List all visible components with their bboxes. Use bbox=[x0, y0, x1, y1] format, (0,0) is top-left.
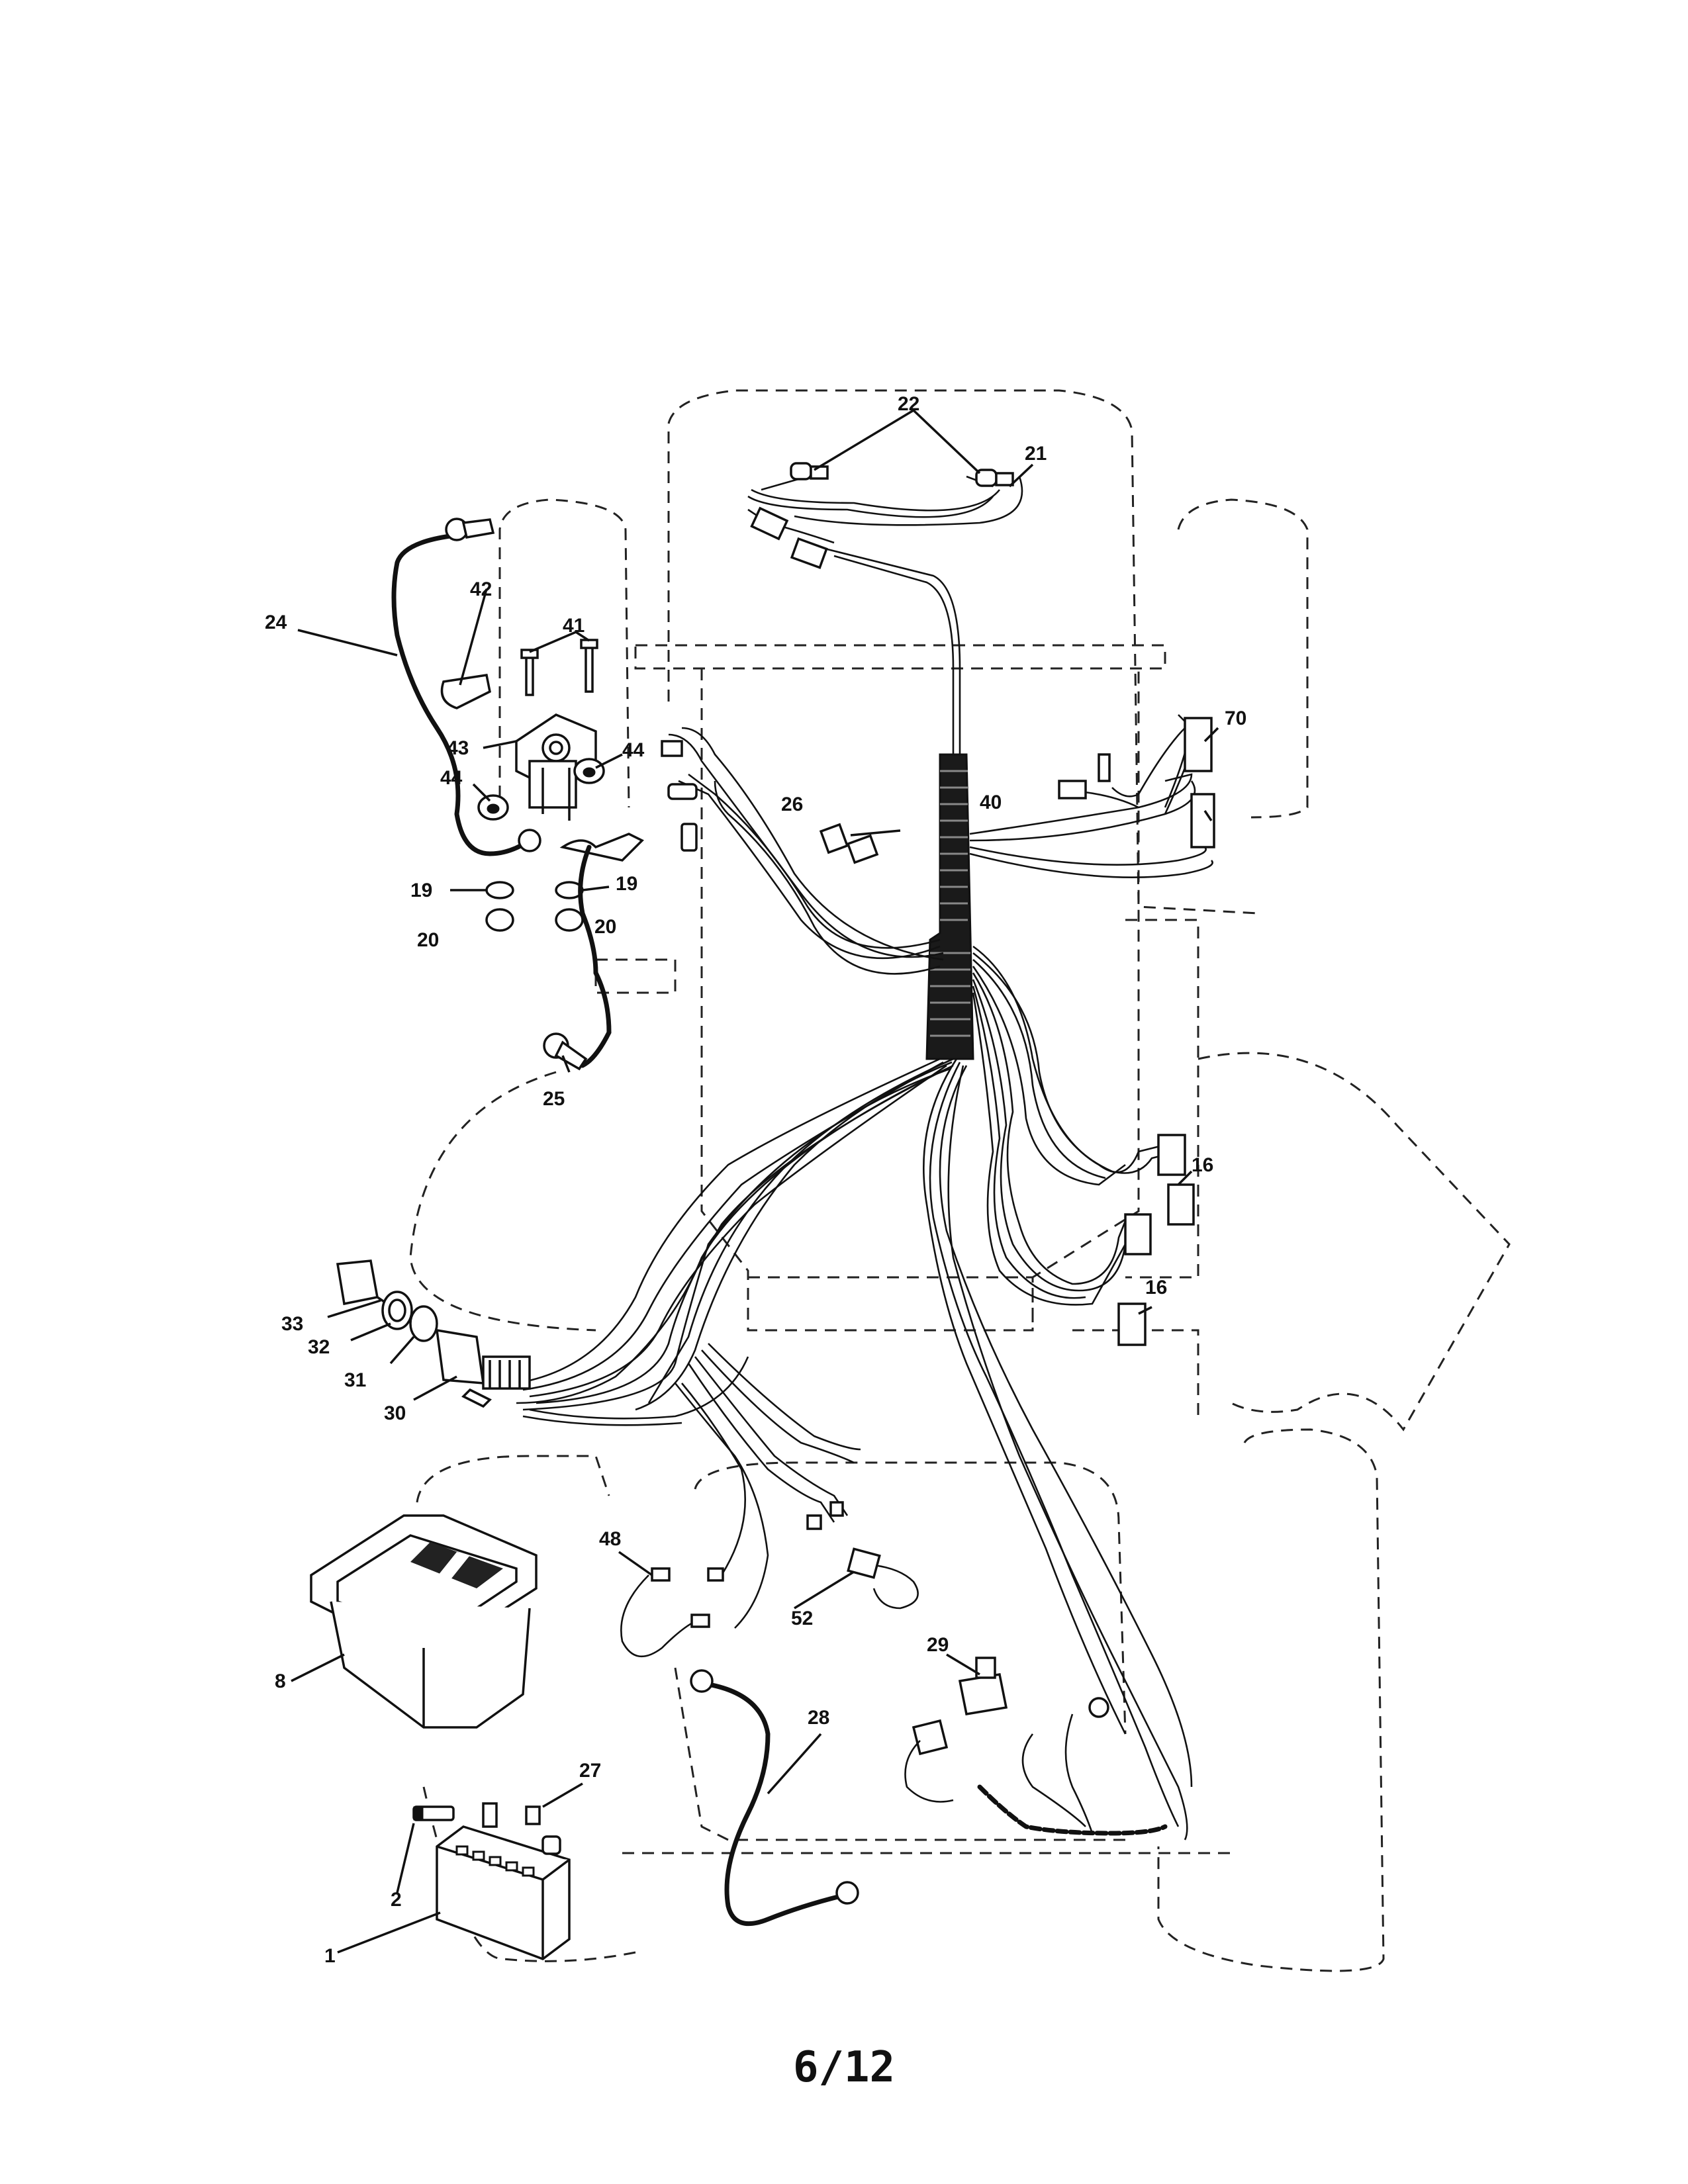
ignition-switch-30 bbox=[435, 1328, 485, 1385]
callout-8: 8 bbox=[275, 1670, 286, 1692]
callout-16-lower: 16 bbox=[1145, 1277, 1167, 1298]
callout-44-right: 44 bbox=[622, 739, 645, 761]
wire-48 bbox=[620, 1574, 696, 1658]
wire-52 bbox=[872, 1564, 919, 1610]
lower-connectors bbox=[620, 1501, 919, 1658]
nut-20-left bbox=[485, 908, 514, 932]
bezel-31 bbox=[409, 1305, 438, 1342]
callout-44-left: 44 bbox=[440, 767, 463, 789]
callout-2: 2 bbox=[391, 1889, 402, 1911]
connector-70-group bbox=[1058, 717, 1215, 848]
headlight-connector-b bbox=[790, 537, 828, 569]
battery-tray bbox=[310, 1514, 538, 1729]
cable-24 bbox=[391, 533, 532, 856]
callout-24: 24 bbox=[265, 612, 287, 633]
connector-16-lower-a bbox=[1124, 1213, 1152, 1255]
callout-leaders bbox=[291, 409, 1219, 1954]
headlight-socket-left bbox=[810, 465, 829, 480]
nut-20-right bbox=[555, 908, 584, 932]
callout-48: 48 bbox=[599, 1528, 621, 1550]
connector-26-socket bbox=[846, 834, 879, 864]
callout-16-upper: 16 bbox=[1192, 1154, 1213, 1176]
connector-small-pin bbox=[1098, 753, 1111, 782]
key-33 bbox=[336, 1259, 379, 1306]
connector-70 bbox=[1184, 717, 1213, 772]
callout-31: 31 bbox=[344, 1369, 366, 1391]
upper-left-terminals bbox=[661, 740, 698, 852]
plug-29-assembly bbox=[904, 1657, 1168, 1836]
screw-41-right bbox=[585, 644, 594, 693]
terminal-boot-42 bbox=[440, 674, 491, 709]
callout-21: 21 bbox=[1025, 443, 1047, 465]
connector-16-upper-a bbox=[1157, 1134, 1186, 1176]
callout-29: 29 bbox=[927, 1634, 949, 1656]
connector-16-group bbox=[1117, 1134, 1195, 1346]
bolt-27 bbox=[482, 1802, 498, 1828]
callout-33: 33 bbox=[281, 1313, 303, 1335]
terminal-c bbox=[680, 823, 698, 852]
cable-28 bbox=[706, 1682, 843, 1927]
callout-43: 43 bbox=[447, 737, 469, 759]
callout-70: 70 bbox=[1225, 707, 1246, 729]
lockwasher-19-left bbox=[485, 881, 514, 899]
callout-20-right: 20 bbox=[594, 916, 616, 938]
callout-1: 1 bbox=[324, 1945, 336, 1967]
connector-16-lower-b bbox=[1117, 1302, 1147, 1346]
connector-26-group bbox=[819, 823, 879, 864]
headlight-bulb-left bbox=[790, 462, 812, 480]
harness-loom bbox=[925, 753, 974, 1060]
plug-29 bbox=[958, 1672, 1008, 1716]
callout-32: 32 bbox=[308, 1336, 330, 1358]
callout-41: 41 bbox=[563, 615, 585, 637]
callout-19-left: 19 bbox=[410, 880, 432, 901]
callout-25: 25 bbox=[543, 1088, 565, 1110]
screw-41-left bbox=[525, 654, 534, 696]
callout-42: 42 bbox=[470, 578, 492, 600]
cable-25 bbox=[578, 844, 612, 1068]
connector-26-plug bbox=[819, 823, 849, 854]
page-number: 6/12 bbox=[793, 2043, 895, 2092]
callout-28: 28 bbox=[808, 1707, 829, 1729]
headlight-connector-a bbox=[750, 506, 789, 541]
callout-19-right: 19 bbox=[616, 873, 637, 895]
callout-26: 26 bbox=[781, 794, 803, 815]
connector-small-plug bbox=[1058, 780, 1087, 799]
terminal-a bbox=[661, 740, 683, 757]
callout-52: 52 bbox=[791, 1608, 813, 1629]
tractor-outline bbox=[409, 389, 1511, 1972]
callout-labels: 22 21 24 42 41 43 44 44 19 19 20 20 25 2… bbox=[265, 393, 1246, 1967]
connector-52 bbox=[847, 1547, 881, 1579]
coiled-cord bbox=[977, 1784, 1168, 1836]
headlight-socket-right bbox=[995, 472, 1014, 486]
callout-22: 22 bbox=[898, 393, 919, 415]
battery-assembly bbox=[412, 1669, 859, 1960]
callout-20-left: 20 bbox=[417, 929, 439, 951]
wiring-harness bbox=[516, 475, 1213, 1841]
callout-27: 27 bbox=[579, 1760, 601, 1782]
connector-16-upper-b bbox=[1167, 1183, 1195, 1226]
ignition-switch-assembly bbox=[336, 1259, 531, 1408]
callout-30: 30 bbox=[384, 1402, 406, 1424]
callout-40: 40 bbox=[980, 792, 1002, 813]
terminal-b bbox=[667, 783, 698, 800]
solenoid-assembly bbox=[391, 518, 644, 1071]
